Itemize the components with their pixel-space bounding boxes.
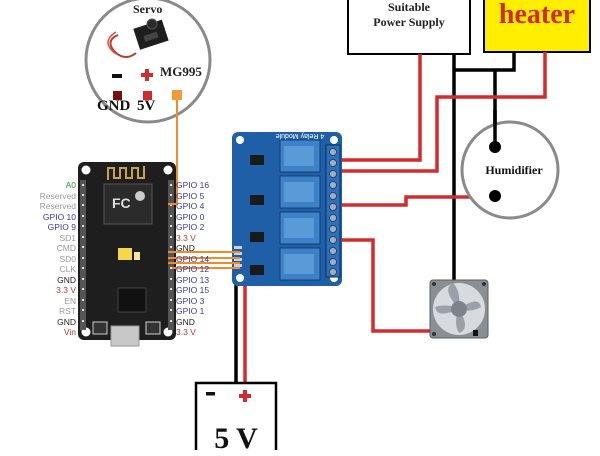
red-wires bbox=[243, 52, 547, 383]
servo-title: Servo bbox=[133, 2, 163, 16]
relay-block-2 bbox=[279, 175, 321, 209]
relay-module: 4 Relay Module bbox=[232, 132, 342, 286]
humidifier-terminal-gnd bbox=[489, 141, 501, 153]
usb-chip bbox=[117, 287, 147, 313]
humidifier-outline bbox=[460, 120, 560, 220]
pin-label-left-5: SD1 bbox=[59, 232, 76, 243]
power-supply-label: Suitable Power Supply bbox=[348, 0, 470, 30]
power-supply-box bbox=[347, 0, 471, 55]
servo-plus-sign bbox=[141, 69, 153, 81]
pin-label-right-14: 3.3 V bbox=[176, 327, 196, 337]
pin-label-left-14: Vin bbox=[63, 327, 76, 337]
pin-label-right-4: GPIO 2 bbox=[176, 222, 205, 232]
fan-component bbox=[429, 279, 489, 339]
humidifier-label: Humidifier bbox=[485, 163, 543, 177]
servo-model-label: MG995 bbox=[160, 64, 202, 79]
battery-label: 5 V bbox=[214, 422, 258, 455]
pin-label-left-0: A0 bbox=[65, 180, 76, 190]
wire-humidifier-to-relay bbox=[332, 195, 495, 207]
humidifier-terminal-pos bbox=[489, 190, 501, 202]
wire-heater-to-relay bbox=[334, 52, 547, 173]
wire-heater-gnd bbox=[454, 52, 516, 72]
pin-label-left-2: Reserved bbox=[39, 201, 76, 211]
relay-block-1 bbox=[279, 139, 321, 173]
wire-servo-signal-to-gpio4 bbox=[168, 100, 178, 205]
pin-label-left-6: CMD bbox=[56, 243, 76, 253]
pin-label-left-1: Reserved bbox=[39, 190, 76, 201]
servo-gnd-pin bbox=[113, 91, 122, 100]
pin-label-left-4: GPIO 9 bbox=[47, 222, 76, 232]
power-supply-line2: Power Supply bbox=[373, 15, 445, 29]
servo-signal-pin bbox=[172, 90, 182, 100]
nodemcu-board: FC bbox=[78, 162, 176, 347]
pin-label-right-5: 3.3 V bbox=[176, 232, 196, 243]
servo-minus-sign bbox=[112, 74, 122, 78]
relay-block-3 bbox=[279, 211, 321, 245]
humidifier-component bbox=[460, 110, 560, 220]
relay-input-header bbox=[234, 246, 242, 267]
wire-psu-pos-to-relay bbox=[334, 54, 422, 168]
pin-label-right-0: GPIO 16 bbox=[176, 180, 210, 190]
servo-motor-icon bbox=[107, 18, 169, 58]
heater-box bbox=[483, 0, 591, 53]
pin-label-right-10: GPIO 15 bbox=[176, 285, 210, 295]
flash-button bbox=[145, 321, 161, 335]
pin-label-right-13: GND bbox=[176, 316, 195, 327]
pin-label-right-11: GPIO 3 bbox=[176, 295, 205, 306]
battery-minus-sign bbox=[206, 392, 215, 396]
servo-gnd-label: GND bbox=[97, 98, 131, 114]
pin-label-left-8: CLK bbox=[59, 264, 76, 274]
pin-label-left-3: GPIO 10 bbox=[42, 211, 76, 222]
heater-label: heater bbox=[498, 0, 576, 30]
servo-component bbox=[84, 0, 212, 124]
pin-label-right-3: GPIO 0 bbox=[176, 211, 205, 222]
esp8266-module bbox=[103, 183, 153, 225]
wifi-antenna-icon bbox=[107, 166, 145, 180]
pin-label-left-11: EN bbox=[64, 295, 76, 306]
wire-fan-to-relay bbox=[342, 238, 430, 333]
servo-5v-pin bbox=[143, 91, 152, 100]
relay-block-4 bbox=[279, 247, 321, 281]
rst-button bbox=[92, 321, 108, 335]
fcc-logo: FC bbox=[112, 195, 131, 211]
pin-label-left-12: RST bbox=[59, 306, 76, 316]
pin-label-right-12: GPIO 1 bbox=[176, 306, 205, 316]
relay-terminal-block bbox=[325, 144, 341, 278]
pin-label-right-2: GPIO 4 bbox=[176, 201, 205, 211]
pin-label-right-7: GPIO 14 bbox=[176, 253, 210, 264]
pin-label-left-9: GND bbox=[57, 274, 76, 285]
battery-5v bbox=[194, 381, 278, 450]
servo-5v-label: 5V bbox=[137, 98, 156, 114]
pin-label-right-6: GND bbox=[176, 243, 195, 253]
pin-label-right-9: GPIO 13 bbox=[176, 274, 210, 285]
relay-module-label: 4 Relay Module bbox=[276, 132, 325, 139]
battery-plus-sign bbox=[239, 390, 251, 402]
orange-wires bbox=[168, 100, 240, 269]
pin-label-left-13: GND bbox=[57, 316, 76, 327]
nodemcu-side-pins bbox=[82, 184, 172, 322]
power-supply-line1: Suitable bbox=[387, 0, 430, 14]
pin-label-right-8: GPIO 12 bbox=[176, 264, 210, 274]
usb-port bbox=[110, 325, 140, 347]
led-yellow bbox=[118, 248, 132, 260]
pin-label-right-1: GPIO 5 bbox=[176, 190, 205, 201]
pin-label-left-10: 3.3 V bbox=[56, 285, 76, 295]
fan-hub bbox=[451, 301, 467, 317]
pin-label-left-7: SD0 bbox=[59, 253, 76, 264]
